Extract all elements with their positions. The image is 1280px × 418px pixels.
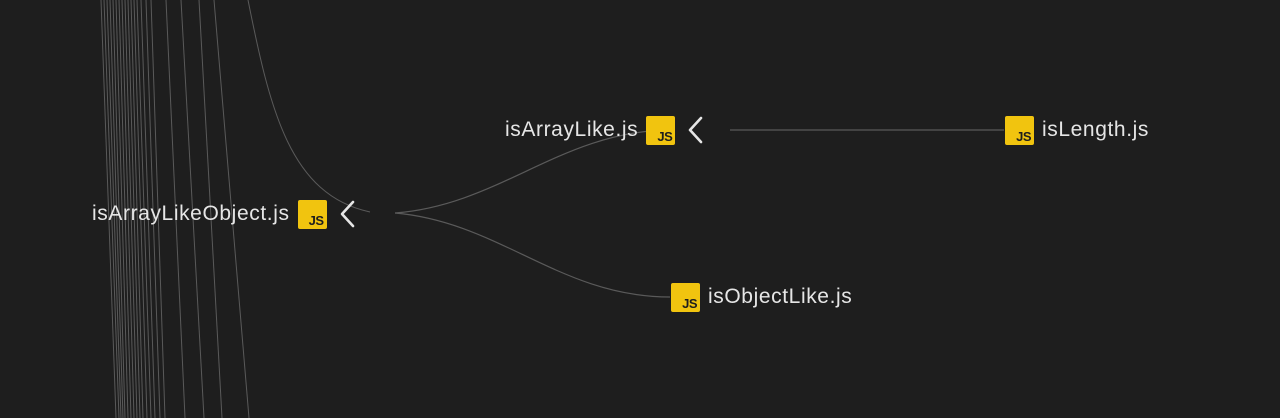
incoming-edge — [247, 0, 371, 213]
incoming-edge — [145, 0, 161, 418]
javascript-file-icon: JS — [297, 199, 327, 229]
incoming-edge — [150, 0, 166, 418]
incoming-edge — [127, 0, 141, 418]
node-isObjectLike[interactable]: JS isObjectLike.js — [671, 282, 852, 312]
edge-isArrayLikeObject-to-isArrayLike — [394, 129, 669, 214]
incoming-edge — [109, 0, 124, 418]
node-isLength[interactable]: JS isLength.js — [1005, 115, 1149, 145]
edge-isArrayLikeObject-to-isObjectLike — [394, 212, 671, 298]
incoming-edge — [103, 0, 120, 418]
node-label: isArrayLikeObject.js — [92, 202, 290, 225]
incoming-edge — [112, 0, 126, 418]
node-label: isObjectLike.js — [708, 285, 853, 308]
node-isArrayLikeObject[interactable]: isArrayLikeObject.js JS — [92, 199, 355, 229]
node-isArrayLike[interactable]: isArrayLike.js JS — [505, 115, 703, 145]
incoming-edge — [140, 0, 156, 418]
incoming-edge — [213, 0, 250, 418]
incoming-edge — [121, 0, 135, 418]
collapse-chevron-icon[interactable] — [687, 116, 703, 144]
incoming-edge — [118, 0, 132, 418]
incoming-edge — [130, 0, 144, 418]
incoming-edge — [100, 0, 117, 418]
collapse-chevron-icon[interactable] — [339, 200, 355, 228]
javascript-file-icon: JS — [1005, 115, 1034, 145]
incoming-edge — [106, 0, 122, 418]
incoming-edge — [124, 0, 138, 418]
node-label: isLength.js — [1042, 118, 1149, 141]
javascript-file-icon: JS — [671, 282, 700, 312]
incoming-edge — [133, 0, 148, 418]
incoming-edge-bundle — [100, 0, 371, 418]
incoming-edge — [136, 0, 152, 418]
incoming-edge — [198, 0, 223, 418]
incoming-edge — [180, 0, 205, 418]
incoming-edge — [115, 0, 129, 418]
javascript-file-icon: JS — [646, 115, 676, 145]
node-label: isArrayLike.js — [505, 118, 639, 141]
incoming-edge — [165, 0, 186, 418]
